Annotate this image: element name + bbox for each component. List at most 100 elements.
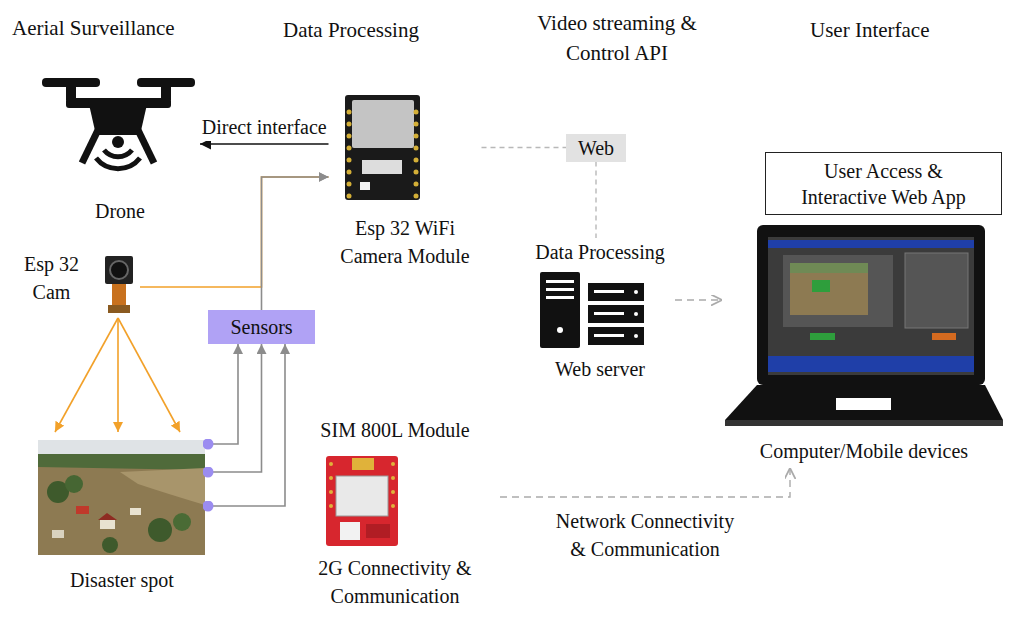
laptop-icon [790,263,868,315]
server-icon [594,312,624,315]
camera-node: Esp 32 Cam [10,250,140,318]
esp32-board [347,158,352,163]
connector-line [208,344,262,472]
connector-line [482,147,567,148]
sim800l-board [391,476,395,480]
node-text: Drone [95,197,145,225]
sim800l-board [326,456,398,546]
column-heading: Video streaming & Control API [517,8,717,68]
device-node: Computer/Mobile devices [722,222,1006,468]
sim800l-board [391,490,395,494]
flood-photo [38,440,205,555]
laptop-icon [932,333,956,340]
server-node: Data ProcessingWeb server [525,238,675,383]
flood-photo [38,440,205,454]
connector-line [500,468,790,497]
esp32-board [345,95,420,200]
esp32-board [345,95,420,200]
flood-photo [38,454,205,470]
camera-module [105,256,133,284]
connector-label: Direct interface [199,113,330,141]
drone-icon [66,86,76,100]
drone-icon [42,78,100,87]
flood-photo [148,518,172,542]
server-icon [634,334,638,338]
connector-line [262,177,329,310]
sim800l-board [329,490,333,494]
server-icon [588,283,644,301]
sim800l-board [336,476,388,516]
esp32-board [414,194,419,199]
esp32-board [414,110,419,115]
connector-line [55,318,118,432]
connector-line [140,177,329,287]
connector-line [200,143,329,145]
connector-label: Network Connectivity & Communication [547,507,743,563]
flood-photo [120,468,205,505]
disaster-node: Disaster spot [36,432,208,594]
drone-icon [96,158,140,169]
camera-module [110,261,128,279]
esp32-board [347,122,352,127]
server-icon [557,327,563,333]
column-heading: Data Processing [283,16,419,44]
esp32-board [414,134,419,139]
node-text: Esp 32 Cam [14,250,89,306]
server-icon [634,312,638,316]
drone-node: Drone [40,62,200,225]
flood-photo [38,440,205,555]
sensor-box: Sensors [208,310,315,344]
sim800l-board [340,522,360,540]
laptop-icon [757,225,985,385]
drone-icon [42,78,195,169]
esp32-board [347,182,352,187]
sim800l-board [366,524,390,538]
connector-line [118,318,180,432]
flood-photo [100,520,115,529]
esp32-board [352,100,414,148]
flood-photo [130,508,141,515]
column-heading: Aerial Surveillance [12,14,175,42]
drone-icon [138,130,154,163]
laptop-icon [836,398,891,410]
flood-photo [76,506,89,514]
server-icon [588,327,644,345]
esp32-board [347,110,352,115]
server-icon [594,334,624,337]
sim800l-board [329,476,333,480]
server-icon [540,272,580,348]
node-text: Esp 32 WiFi Camera Module [333,214,478,270]
camera-module [112,284,126,306]
laptop-icon [768,240,974,248]
esp32-board [347,146,352,151]
node-text: Web [578,135,614,161]
server-icon [634,290,638,294]
laptop-icon [725,385,1003,420]
drone-icon [137,78,195,87]
drone-icon [161,86,171,100]
esp32-board [347,170,352,175]
web-box: Web [566,134,626,162]
sim800l-board [391,504,395,508]
node-text: Web server [555,355,645,383]
laptop-icon [768,356,974,372]
server-icon [546,296,574,299]
laptop-icon [905,253,968,328]
laptop-icon [812,280,830,292]
laptop-icon [725,225,1003,426]
server-icon [540,272,644,348]
esp32-board [414,158,419,163]
connector-line [595,162,596,239]
camera-module [105,256,133,313]
sim800l-board [391,462,395,466]
laptop-icon [810,333,835,340]
connector-line [675,299,722,300]
node-text: Sensors [230,314,292,340]
server-icon [588,305,644,323]
connector-line [117,318,119,432]
app-box: User Access & Interactive Web App [765,152,1002,215]
drone-icon [112,136,124,148]
